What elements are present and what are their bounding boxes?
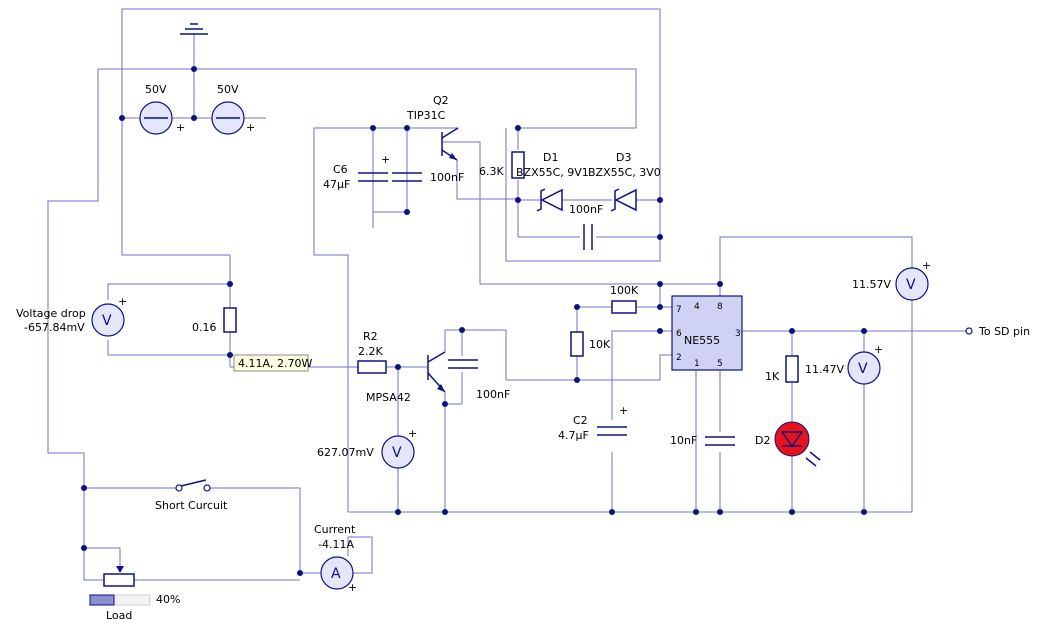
plus-sign: + bbox=[176, 121, 185, 134]
c2-ref: C2 bbox=[573, 414, 588, 427]
voltmeter-drop[interactable]: V + bbox=[91, 295, 127, 337]
load-label: Load bbox=[106, 609, 132, 622]
plus-sign: + bbox=[408, 427, 417, 440]
ic-pin-4: 4 bbox=[694, 302, 700, 312]
capacitor-100nf-b-label: 100nF bbox=[569, 203, 603, 216]
capacitor-100nf-a[interactable] bbox=[392, 172, 422, 182]
zener-d1[interactable] bbox=[536, 188, 563, 212]
voltmeter-base-value: 627.07mV bbox=[317, 446, 374, 459]
ground-symbol bbox=[180, 23, 208, 35]
voltage-source-2[interactable]: + bbox=[211, 101, 255, 135]
plus-sign: + bbox=[246, 121, 255, 134]
capacitor-100nf-a-label: 100nF bbox=[430, 171, 464, 184]
ic-part: NE555 bbox=[684, 334, 720, 347]
d1-ref: D1 bbox=[543, 151, 558, 164]
mpsa42-label: MPSA42 bbox=[366, 391, 411, 404]
sd-pin-label: To SD pin bbox=[978, 325, 1030, 338]
resistor-10k-label: 10K bbox=[589, 338, 611, 351]
junctions bbox=[81, 66, 867, 576]
sd-pin-terminal[interactable] bbox=[965, 327, 973, 335]
voltage-drop-value: -657.84mV bbox=[24, 321, 85, 334]
probe-tooltip-text: 4.11A, 2.70W bbox=[238, 357, 313, 370]
c6-value: 47µF bbox=[323, 178, 350, 191]
c6-ref: C6 bbox=[333, 163, 348, 176]
load-slider-fill bbox=[89, 594, 115, 606]
plus-sign: + bbox=[118, 295, 127, 308]
q2-part: TIP31C bbox=[406, 109, 446, 122]
capacitor-100nf-c[interactable] bbox=[448, 359, 478, 369]
capacitor-10nf[interactable] bbox=[705, 436, 735, 446]
current-label: Current bbox=[314, 523, 356, 536]
voltmeter-symbol: V bbox=[102, 313, 112, 329]
r2-value: 2.2K bbox=[358, 345, 383, 358]
resistor-6-3k-label: 6.3K bbox=[479, 165, 504, 178]
r2-ref: R2 bbox=[363, 330, 378, 343]
ammeter-symbol: A bbox=[331, 566, 341, 582]
resistor-shunt-label: 0.16 bbox=[192, 321, 217, 334]
resistor-6-3k[interactable] bbox=[511, 151, 525, 179]
load-percent: 40% bbox=[156, 593, 180, 606]
short-circuit-label: Short Curcuit bbox=[155, 499, 228, 512]
source-2-label: 50V bbox=[217, 83, 239, 96]
q2-ref: Q2 bbox=[433, 94, 449, 107]
resistor-1k[interactable] bbox=[785, 355, 799, 383]
resistor-100k[interactable] bbox=[611, 300, 637, 314]
voltmeter-output-value: 11.47V bbox=[805, 363, 844, 376]
zener-d3[interactable] bbox=[610, 188, 637, 212]
led-d2-ref: D2 bbox=[755, 434, 770, 447]
resistor-shunt[interactable] bbox=[223, 307, 237, 333]
load-slider[interactable] bbox=[89, 594, 151, 606]
ammeter[interactable]: A + bbox=[320, 556, 357, 594]
ic-pin-7: 7 bbox=[676, 305, 682, 315]
ic-pin-5: 5 bbox=[717, 359, 723, 369]
voltage-drop-label: Voltage drop bbox=[16, 307, 86, 320]
resistor-10k[interactable] bbox=[570, 331, 584, 357]
c2-value: 4.7µF bbox=[558, 429, 589, 442]
resistor-1k-label: 1K bbox=[765, 370, 780, 383]
plus-sign: + bbox=[874, 343, 883, 356]
voltmeter-symbol: V bbox=[858, 361, 868, 377]
capacitor-c6[interactable]: + bbox=[358, 153, 390, 182]
source-1-label: 50V bbox=[145, 83, 167, 96]
voltage-source-1[interactable]: + bbox=[139, 101, 185, 135]
ic-pin-8: 8 bbox=[717, 302, 723, 312]
led-d2[interactable] bbox=[774, 421, 821, 467]
voltmeter-symbol: V bbox=[392, 445, 402, 461]
ic-pin-1: 1 bbox=[694, 359, 700, 369]
ic-pin-6: 6 bbox=[676, 329, 682, 339]
current-value: -4.11A bbox=[318, 538, 354, 551]
d3-part: BZX55C, 3V0 bbox=[588, 166, 661, 179]
resistor-100k-label: 100K bbox=[610, 284, 639, 297]
ic-pin-3: 3 bbox=[735, 329, 741, 339]
voltmeter-symbol: V bbox=[906, 277, 916, 293]
capacitor-100nf-b[interactable] bbox=[583, 224, 593, 250]
wires bbox=[47, 8, 966, 581]
short-circuit-switch[interactable] bbox=[175, 479, 211, 492]
plus-sign: + bbox=[348, 581, 357, 594]
d1-part: BZX55C, 9V1 bbox=[516, 166, 589, 179]
capacitor-10nf-label: 10nF bbox=[670, 434, 697, 447]
voltmeter-supply-value: 11.57V bbox=[852, 278, 891, 291]
plus-sign: + bbox=[922, 259, 931, 272]
capacitor-c2[interactable]: + bbox=[597, 404, 628, 436]
plus-sign: + bbox=[619, 404, 628, 417]
transistor-mpsa42[interactable] bbox=[427, 351, 446, 393]
load-potentiometer[interactable] bbox=[103, 566, 135, 587]
transistor-q2[interactable] bbox=[441, 127, 459, 161]
voltmeter-base[interactable]: V + bbox=[381, 427, 417, 469]
resistor-r2[interactable] bbox=[357, 360, 387, 374]
plus-sign: + bbox=[381, 153, 390, 166]
capacitor-100nf-c-label: 100nF bbox=[476, 388, 510, 401]
ic-pin-2: 2 bbox=[676, 353, 682, 363]
voltmeter-supply[interactable]: V + bbox=[895, 259, 931, 301]
ic-ne555[interactable]: NE555 4 8 7 6 2 3 1 5 bbox=[671, 295, 743, 371]
probe-tooltip: 4.11A, 2.70W bbox=[233, 354, 313, 372]
d3-ref: D3 bbox=[616, 151, 631, 164]
voltmeter-output[interactable]: V + bbox=[847, 343, 883, 385]
